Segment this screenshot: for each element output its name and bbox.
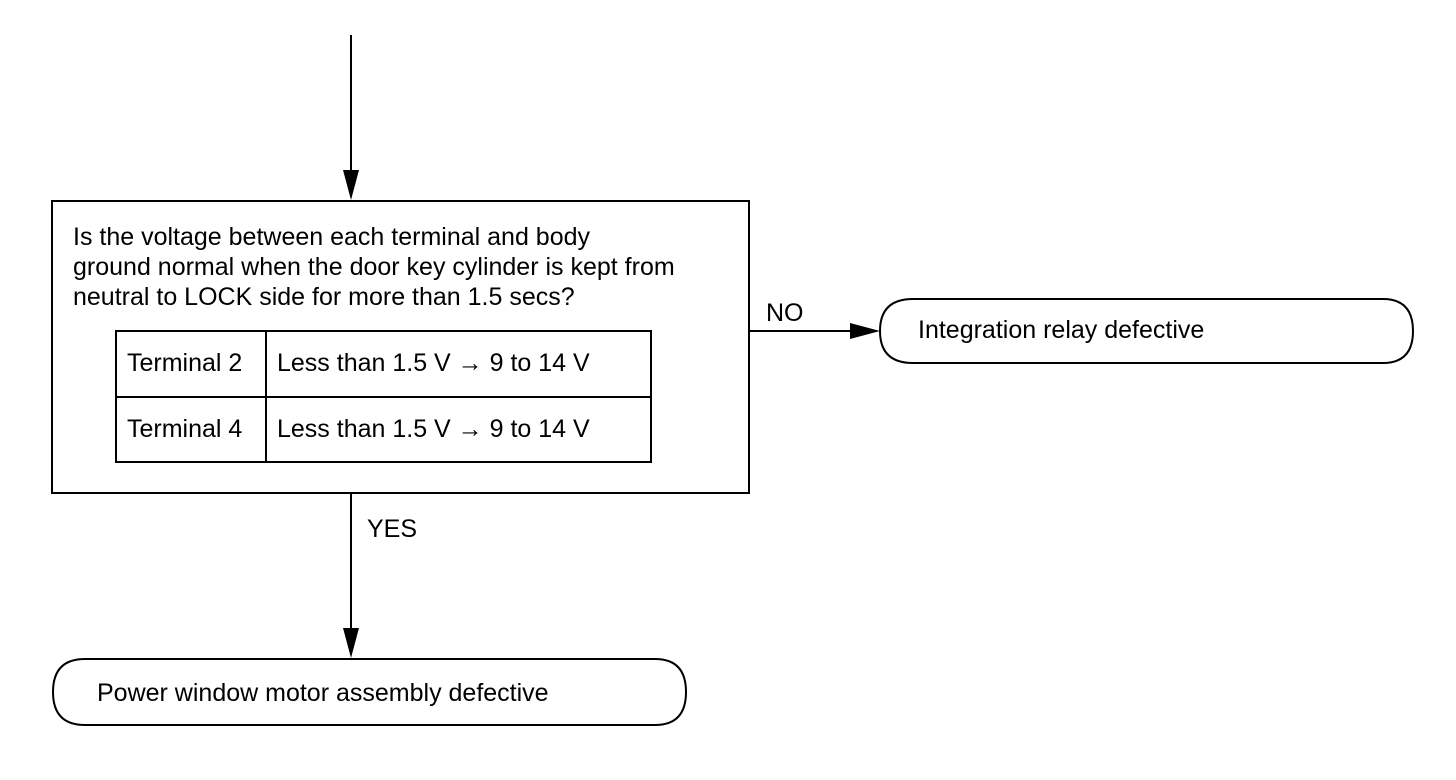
yes-arrowhead	[343, 628, 359, 658]
no-branch-label: NO	[766, 299, 804, 327]
no-arrowhead	[850, 323, 880, 339]
table-row: Terminal 4 Less than 1.5 V → 9 to 14 V	[115, 395, 652, 463]
condition-cell: Less than 1.5 V → 9 to 14 V	[265, 395, 652, 463]
table-row: Terminal 2 Less than 1.5 V → 9 to 14 V	[115, 330, 652, 398]
question-line: Is the voltage between each terminal and…	[73, 223, 591, 251]
no-result-terminal	[878, 298, 1415, 364]
decision-box	[51, 200, 750, 494]
decision-question: Is the voltage between each terminal and…	[73, 222, 753, 312]
no-result-text: Integration relay defective	[918, 316, 1205, 344]
question-line: neutral to LOCK side for more than 1.5 s…	[73, 283, 575, 311]
condition-cell: Less than 1.5 V → 9 to 14 V	[265, 330, 652, 398]
terminal-cell: Terminal 4	[115, 395, 267, 463]
yes-result-terminal	[51, 658, 688, 726]
yes-branch-label: YES	[367, 515, 418, 543]
yes-result-text: Power window motor assembly defective	[97, 679, 549, 707]
terminal-cell: Terminal 2	[115, 330, 267, 398]
incoming-arrowhead	[343, 170, 359, 200]
question-line: ground normal when the door key cylinder…	[73, 253, 675, 281]
voltage-spec-table: Terminal 2 Less than 1.5 V → 9 to 14 V T…	[115, 330, 652, 463]
